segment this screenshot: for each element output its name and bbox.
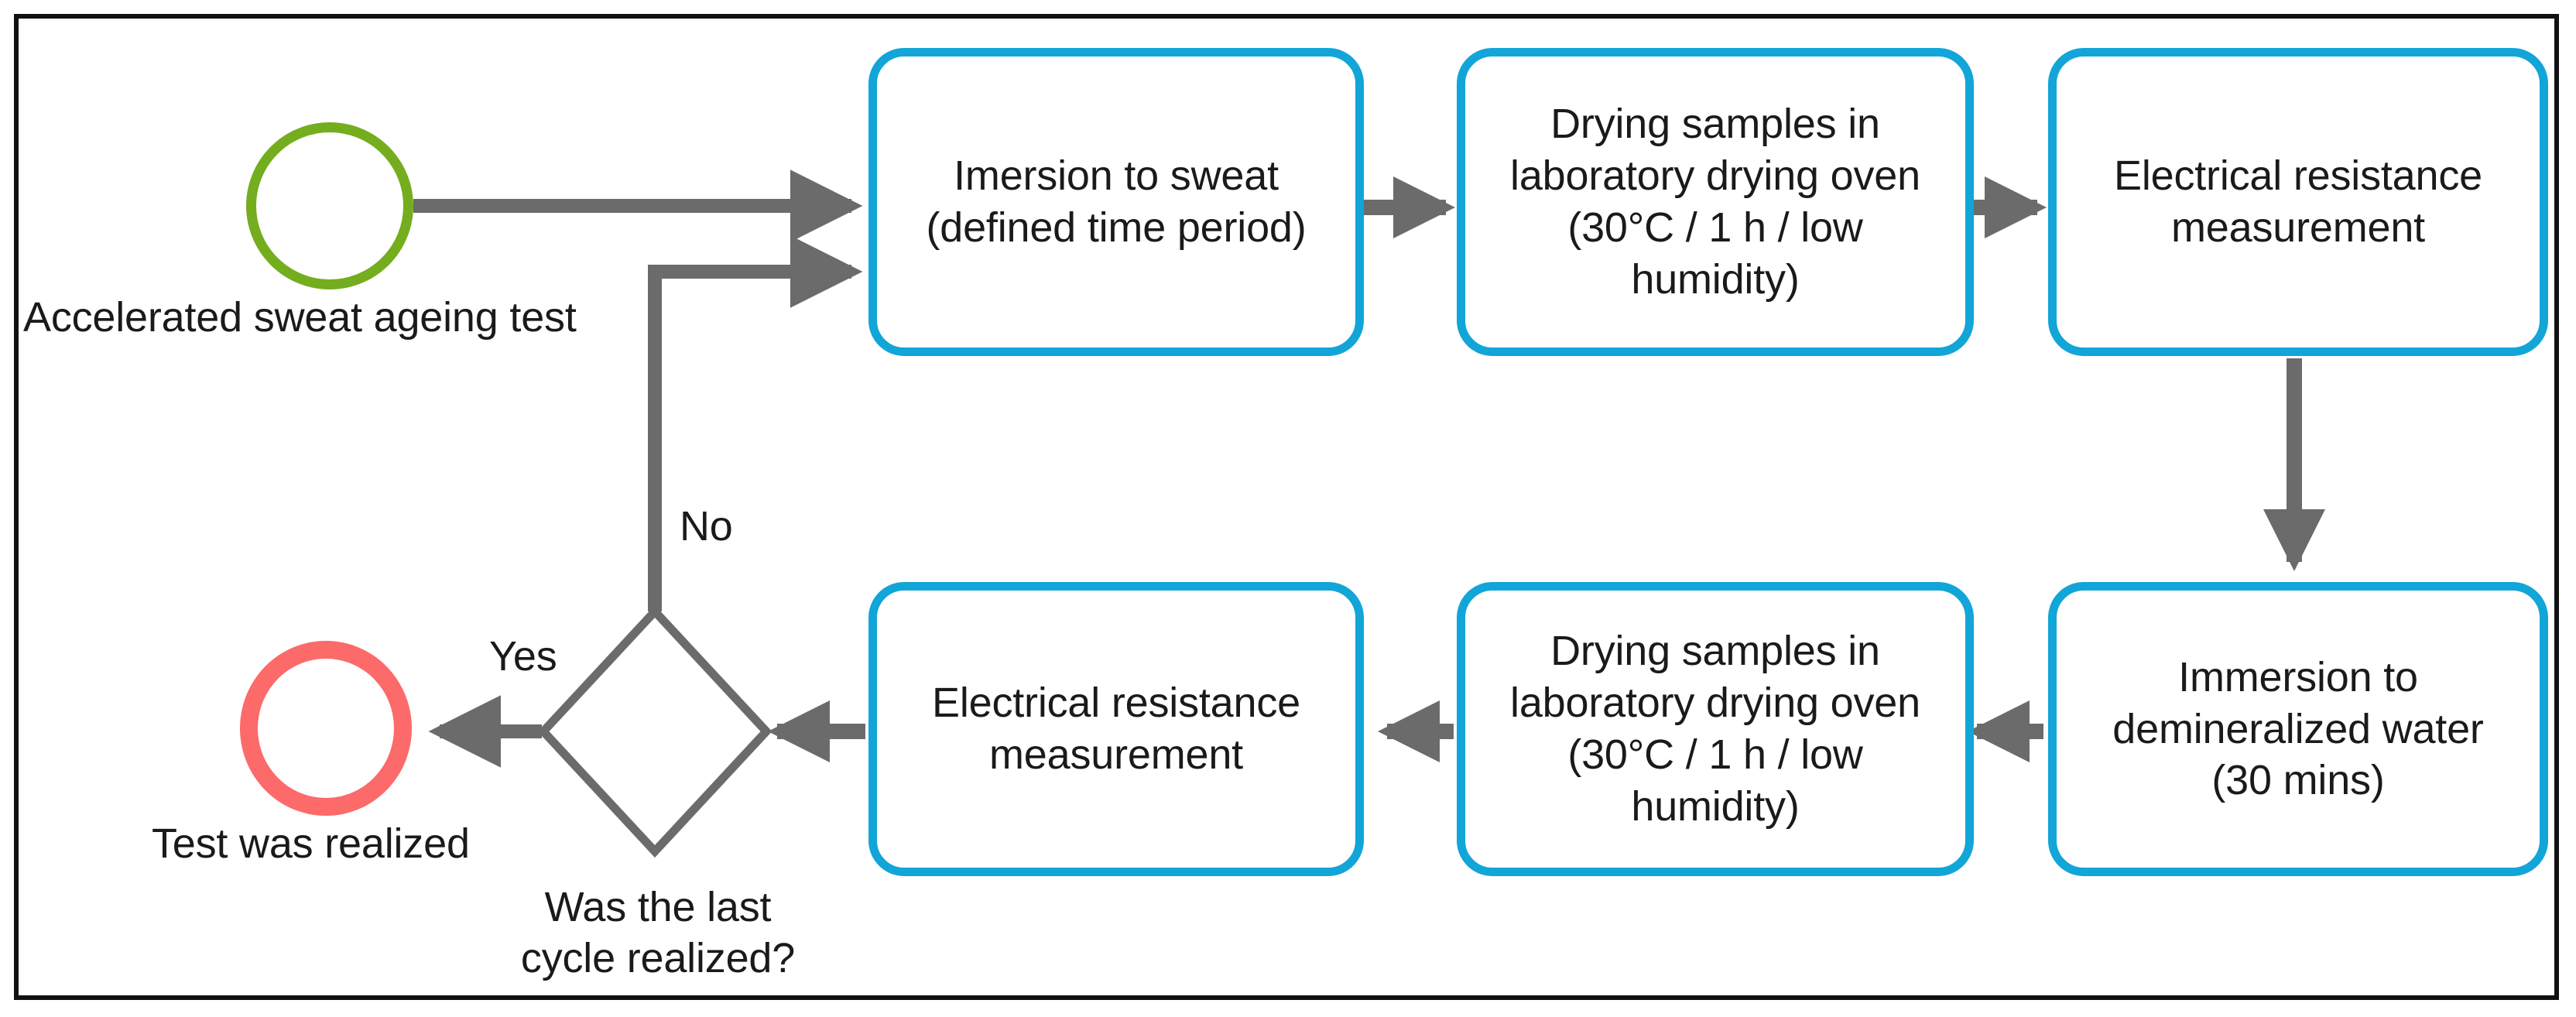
end-terminator-circle[interactable] <box>240 641 412 816</box>
start-terminator-label: Accelerated sweat ageing test <box>23 294 577 341</box>
process-box-resistance-bottom[interactable]: Electrical resistance measurement <box>868 582 1364 876</box>
edge-label-yes: Yes <box>489 633 557 680</box>
process-box-immersion-water[interactable]: Immersion to demineralized water (30 min… <box>2048 582 2548 876</box>
process-box-immersion-sweat[interactable]: Imersion to sweat (defined time period) <box>868 48 1364 356</box>
process-box-drying-oven-top[interactable]: Drying samples in laboratory drying oven… <box>1457 48 1974 356</box>
edge-label-no: No <box>680 503 733 550</box>
end-terminator-label: Test was realized <box>152 820 470 867</box>
edge-no-loop <box>648 235 863 611</box>
process-box-resistance-top[interactable]: Electrical resistance measurement <box>2048 48 2548 356</box>
start-terminator-circle[interactable] <box>246 122 413 289</box>
decision-question-label: Was the last cycle realized? <box>520 884 796 981</box>
decision-diamond[interactable] <box>537 604 772 858</box>
process-box-drying-oven-bottom[interactable]: Drying samples in laboratory drying oven… <box>1457 582 1974 876</box>
